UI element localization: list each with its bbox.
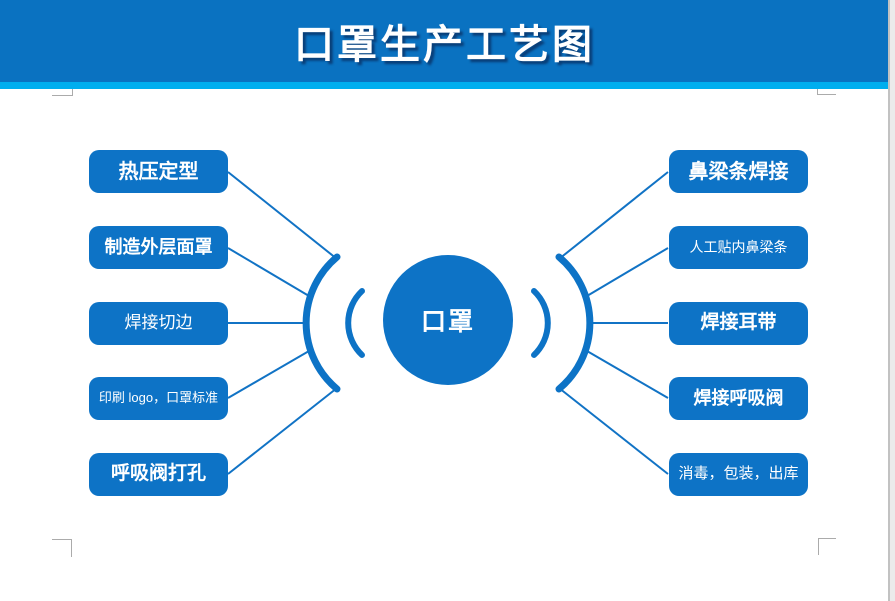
step-label: 焊接耳带 — [700, 312, 777, 334]
right-connector-lines — [558, 171, 669, 475]
step-label: 鼻梁条焊接 — [688, 160, 789, 183]
step-label: 制造外层面罩 — [104, 236, 213, 257]
header-bar: 口罩生产工艺图 — [0, 0, 889, 82]
bracket-arcs — [302, 253, 594, 393]
step-label: 人工贴内鼻梁条 — [689, 238, 788, 255]
center-node-label: 口罩 — [420, 308, 475, 336]
step-label: 热压定型 — [118, 160, 199, 183]
step-label: 印刷 logo，口罩标准 — [98, 390, 219, 406]
inner-right-arc — [531, 288, 551, 358]
step-box-print-logo[interactable]: 印刷 logo，口罩标准 — [89, 377, 228, 420]
center-node-mask[interactable]: 口罩 — [383, 255, 513, 385]
step-box-weld-trim[interactable]: 焊接切边 — [89, 302, 228, 345]
window-right-edge — [888, 0, 895, 601]
step-box-valve-punch[interactable]: 呼吸阀打孔 — [89, 453, 228, 496]
step-label: 焊接呼吸阀 — [693, 387, 784, 408]
left-connector-lines — [227, 171, 338, 475]
header-accent-strip — [0, 82, 889, 89]
step-box-pack-ship[interactable]: 消毒，包装，出库 — [669, 453, 808, 496]
outer-left-arc — [302, 253, 341, 393]
step-box-nose-strip-weld[interactable]: 鼻梁条焊接 — [669, 150, 808, 193]
step-label: 焊接切边 — [124, 313, 193, 333]
page-margin-marks — [52, 87, 836, 557]
page-title: 口罩生产工艺图 — [294, 23, 595, 67]
inner-left-arc — [345, 288, 365, 358]
step-label: 呼吸阀打孔 — [110, 463, 206, 485]
step-box-valve-weld[interactable]: 焊接呼吸阀 — [669, 377, 808, 420]
step-box-heat-press[interactable]: 热压定型 — [89, 150, 228, 193]
step-label: 消毒，包装，出库 — [678, 465, 799, 483]
outer-right-arc — [555, 253, 594, 393]
step-box-outer-layer[interactable]: 制造外层面罩 — [89, 226, 228, 269]
step-box-inner-nose-strip[interactable]: 人工贴内鼻梁条 — [669, 226, 808, 269]
step-box-ear-loop-weld[interactable]: 焊接耳带 — [669, 302, 808, 345]
